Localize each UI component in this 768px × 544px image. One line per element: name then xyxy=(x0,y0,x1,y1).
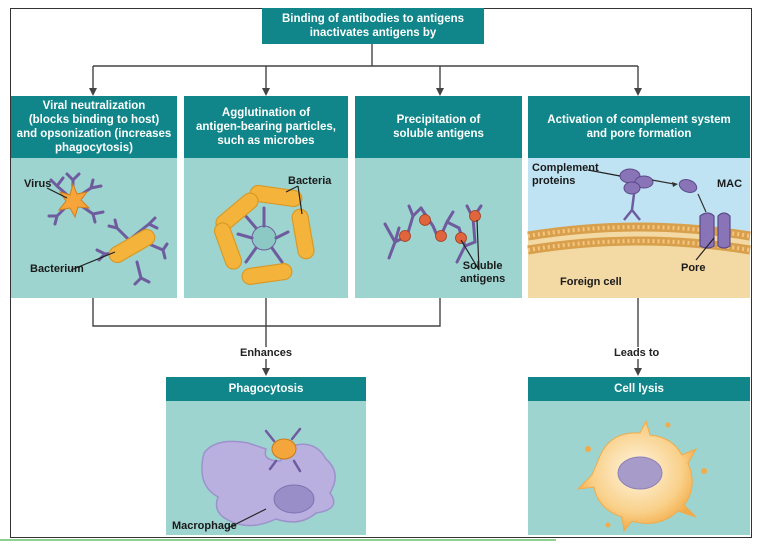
label-mac: MAC xyxy=(717,178,743,190)
lysed-cell-illustration xyxy=(576,419,707,533)
connector-label-enhances: Enhances xyxy=(237,347,295,359)
outcome-header-phagocytosis: Phagocytosis xyxy=(166,377,366,401)
label-virus: Virus xyxy=(24,178,52,190)
soluble-antigen-dots xyxy=(399,210,481,244)
macrophage-illustration xyxy=(201,427,336,530)
complement-proteins xyxy=(619,168,698,195)
label-complement-proteins: Complement proteins xyxy=(532,162,599,187)
precipitation-illustration xyxy=(383,204,483,271)
outcome-header-cell-lysis: Cell lysis xyxy=(528,377,750,401)
label-soluble-antigens: Soluble antigens xyxy=(460,260,506,285)
bacteria-rod xyxy=(291,208,315,260)
virus-icon xyxy=(57,182,91,219)
agglutination-illustration xyxy=(213,184,315,285)
macrophage-icon xyxy=(201,440,336,527)
mechanism-panel-precipitation xyxy=(355,158,522,298)
mechanism-header-complement: Activation of complement system and pore… xyxy=(528,96,750,158)
label-bacterium: Bacterium xyxy=(30,263,84,275)
mechanism-header-precipitation: Precipitation of soluble antigens xyxy=(355,96,522,158)
diagram-title: Binding of antibodies to antigens inacti… xyxy=(262,8,484,44)
label-pore: Pore xyxy=(681,262,706,274)
bacteria-rod xyxy=(213,222,243,270)
label-foreign-cell: Foreign cell xyxy=(560,276,622,288)
connector-label-leads-to: Leads to xyxy=(611,347,663,359)
bacterium-icon xyxy=(108,228,156,264)
virus-bacterium-illustration xyxy=(46,172,169,286)
complement-membrane-illustration xyxy=(527,168,751,298)
mechanism-header-neutralization: Viral neutralization (blocks binding to … xyxy=(11,96,177,158)
label-macrophage: Macrophage xyxy=(172,520,237,532)
bacteria-rod xyxy=(241,263,293,285)
label-bacteria: Bacteria xyxy=(288,175,332,187)
mechanism-header-agglutination: Agglutination of antigen-bearing particl… xyxy=(184,96,348,158)
mac-pore-icon xyxy=(699,212,715,249)
bottom-accent-line xyxy=(0,539,556,541)
